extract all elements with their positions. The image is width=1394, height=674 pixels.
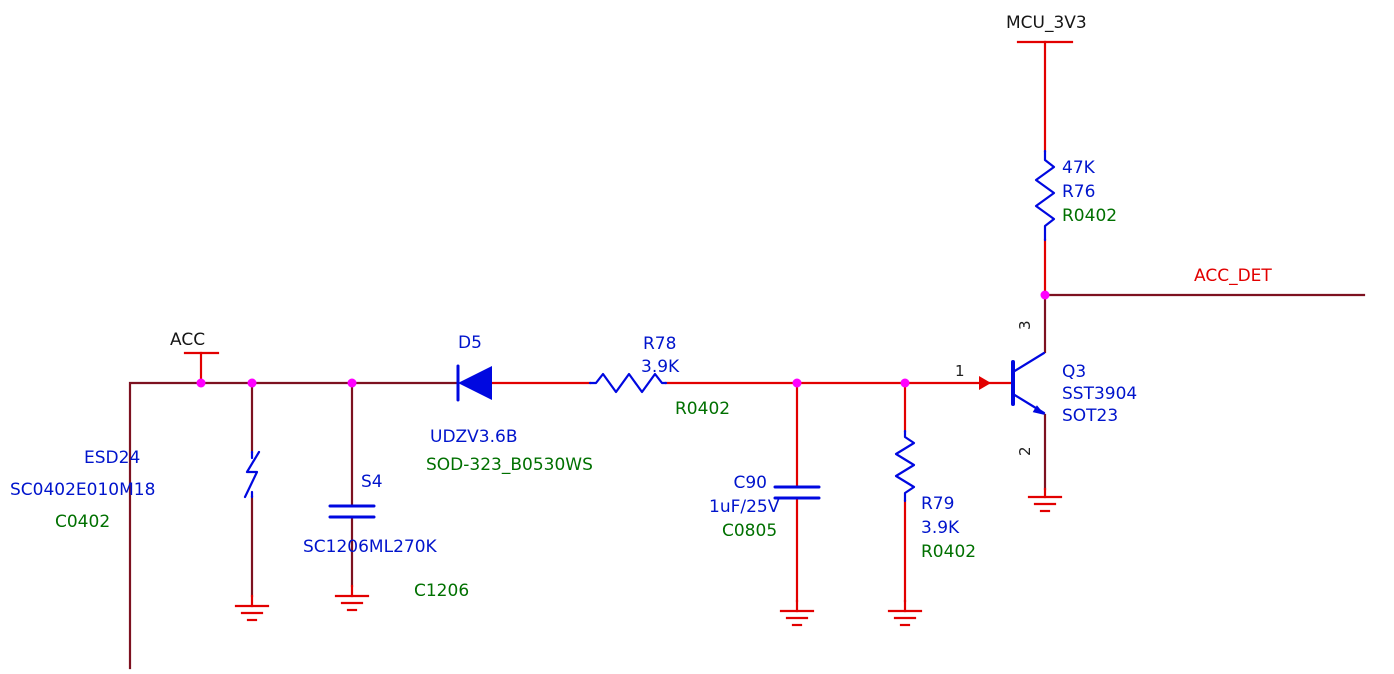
junction-dot [792, 378, 802, 388]
junction-dot [900, 378, 910, 388]
s4-ref-label: S4 [361, 472, 383, 492]
ground-symbol-s4 [334, 584, 370, 612]
q3-part-label: SST3904 [1062, 384, 1137, 404]
r79-footprint-label: R0402 [921, 542, 976, 562]
wire-net-base [490, 381, 1014, 603]
q3-ref-label: Q3 [1062, 362, 1086, 382]
s4-part-label: SC1206ML270K [303, 537, 438, 557]
r78-value-label: 3.9K [641, 357, 680, 377]
power-symbol-acc: ACC [170, 330, 220, 385]
s4-footprint-label: C1206 [414, 581, 469, 601]
r79-ref-label: R79 [921, 494, 954, 514]
c90-footprint-label: C0805 [722, 521, 777, 541]
wire-net-acc [128, 381, 460, 670]
d5-ref-label: D5 [458, 333, 482, 353]
component-c90-capacitor: C90 1uF/25V C0805 [709, 473, 821, 541]
resistor-symbol [1034, 149, 1056, 242]
component-esd24-suppressor: ESD24 SC0402E010M18 C0402 [10, 448, 261, 532]
net-label-acc-det: ACC_DET [1194, 266, 1272, 286]
component-d5-diode: D5 UDZV3.6B SOD-323_B0530WS [426, 333, 593, 475]
c90-ref-label: C90 [733, 473, 767, 493]
d5-footprint-label: SOD-323_B0530WS [426, 455, 593, 475]
transistor-collector-lead [1011, 351, 1046, 374]
diode-triangle [458, 366, 492, 400]
transistor-emitter-arrow [1032, 405, 1045, 415]
ground-symbol-q3-emitter [1027, 487, 1063, 513]
wire-net-acc-det [1043, 293, 1366, 491]
junction-dot [1040, 290, 1050, 300]
esd-bolt-symbol [243, 450, 261, 499]
esd24-part-label: SC0402E010M18 [10, 480, 155, 500]
resistor-symbol [588, 372, 668, 394]
r76-ref-label: R76 [1062, 182, 1095, 202]
q3-pin2-label: 2 [1016, 446, 1034, 456]
c90-value-label: 1uF/25V [709, 497, 780, 517]
r79-value-label: 3.9K [921, 518, 960, 538]
component-r79-resistor: R79 3.9K R0402 [894, 429, 976, 562]
net-label-acc: ACC [170, 330, 205, 350]
ground-symbol-r79 [887, 599, 923, 627]
junction-dot [196, 378, 206, 388]
r76-footprint-label: R0402 [1062, 206, 1117, 226]
net-label-mcu3v3: MCU_3V3 [1006, 13, 1087, 33]
q3-pin1-label: 1 [955, 362, 965, 380]
esd24-footprint-label: C0402 [55, 512, 110, 532]
r78-footprint-label: R0402 [675, 399, 730, 419]
r76-value-label: 47K [1062, 158, 1096, 178]
junction-dot [347, 378, 357, 388]
ground-symbol-c90 [779, 599, 815, 627]
component-q3-transistor: 1 3 2 Q3 SST3904 SOT23 [955, 320, 1137, 456]
component-s4-capacitor: S4 SC1206ML270K C1206 [303, 472, 469, 601]
junction-dot [247, 378, 257, 388]
base-pin-arrow-icon [979, 376, 991, 390]
junction-dots [196, 290, 1050, 388]
power-symbol-mcu3v3: MCU_3V3 [1006, 13, 1087, 44]
esd24-ref-label: ESD24 [84, 448, 140, 468]
d5-part-label: UDZV3.6B [430, 427, 518, 447]
r78-ref-label: R78 [643, 334, 676, 354]
q3-pin3-label: 3 [1016, 320, 1034, 330]
resistor-symbol [894, 429, 916, 503]
component-r78-resistor: R78 3.9K R0402 [588, 334, 730, 419]
q3-footprint-label: SOT23 [1062, 406, 1118, 426]
ground-symbol-esd [234, 594, 270, 622]
component-r76-resistor: 47K R76 R0402 [1034, 149, 1117, 242]
